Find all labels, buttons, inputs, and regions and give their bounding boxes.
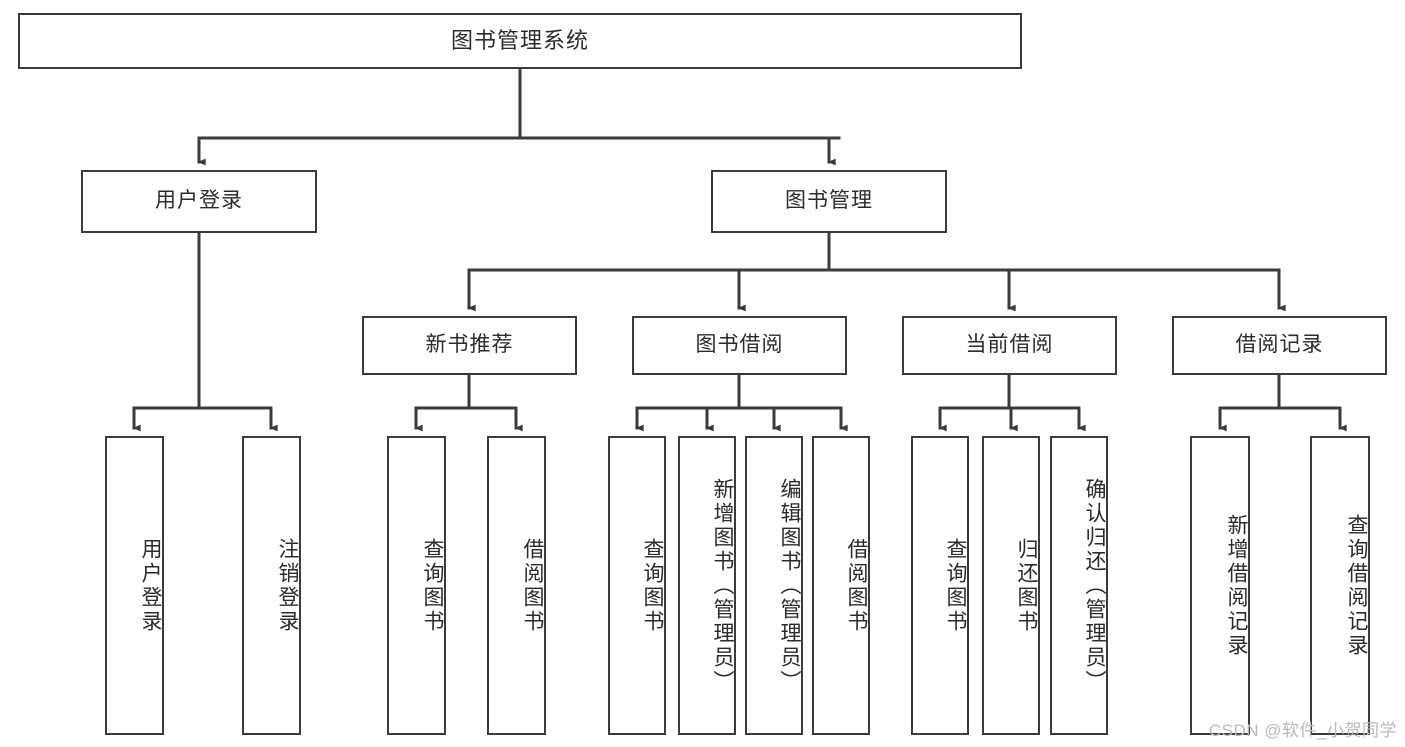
leaf-node[interactable]: 查询借阅记录 (1310, 436, 1370, 735)
node-book-borrow[interactable]: 图书借阅 (632, 316, 847, 375)
leaf-node[interactable]: 查询图书 (608, 436, 666, 735)
node-new-book-recommend[interactable]: 新书推荐 (362, 316, 577, 375)
leaf-label: 新增图书（管理员） (711, 477, 734, 694)
leaf-node[interactable]: 新增借阅记录 (1190, 436, 1250, 735)
leaf-node[interactable]: 注销登录 (242, 436, 301, 735)
leaf-label: 查询图书 (944, 537, 967, 634)
leaf-label: 借阅图书 (845, 537, 868, 634)
csdn-watermark: CSDN @软件_小贺同学 (1208, 721, 1397, 740)
leaf-label: 新增借阅记录 (1225, 513, 1248, 658)
node-current-borrow[interactable]: 当前借阅 (902, 316, 1117, 375)
leaf-label: 借阅图书 (521, 537, 544, 634)
node-book-management[interactable]: 图书管理 (711, 170, 947, 233)
leaf-label: 用户登录 (139, 537, 162, 634)
node-root[interactable]: 图书管理系统 (18, 13, 1022, 69)
leaf-label: 查询借阅记录 (1345, 513, 1368, 658)
leaf-node[interactable]: 查询图书 (911, 436, 969, 735)
node-borrow-record[interactable]: 借阅记录 (1172, 316, 1387, 375)
leaf-label: 编辑图书（管理员） (778, 477, 801, 694)
leaf-node[interactable]: 用户登录 (105, 436, 164, 735)
leaf-label: 查询图书 (421, 537, 444, 634)
leaf-label: 归还图书 (1015, 537, 1038, 634)
node-user-login[interactable]: 用户登录 (81, 170, 317, 233)
leaf-node[interactable]: 查询图书 (387, 436, 446, 735)
leaf-node[interactable]: 确认归还（管理员） (1050, 436, 1108, 735)
leaf-node[interactable]: 编辑图书（管理员） (745, 436, 803, 735)
leaf-label: 确认归还（管理员） (1083, 477, 1106, 694)
leaf-node[interactable]: 归还图书 (982, 436, 1040, 735)
leaf-node[interactable]: 新增图书（管理员） (678, 436, 736, 735)
leaf-label: 查询图书 (641, 537, 664, 634)
leaf-node[interactable]: 借阅图书 (812, 436, 870, 735)
leaf-node[interactable]: 借阅图书 (487, 436, 546, 735)
leaf-label: 注销登录 (276, 537, 299, 634)
